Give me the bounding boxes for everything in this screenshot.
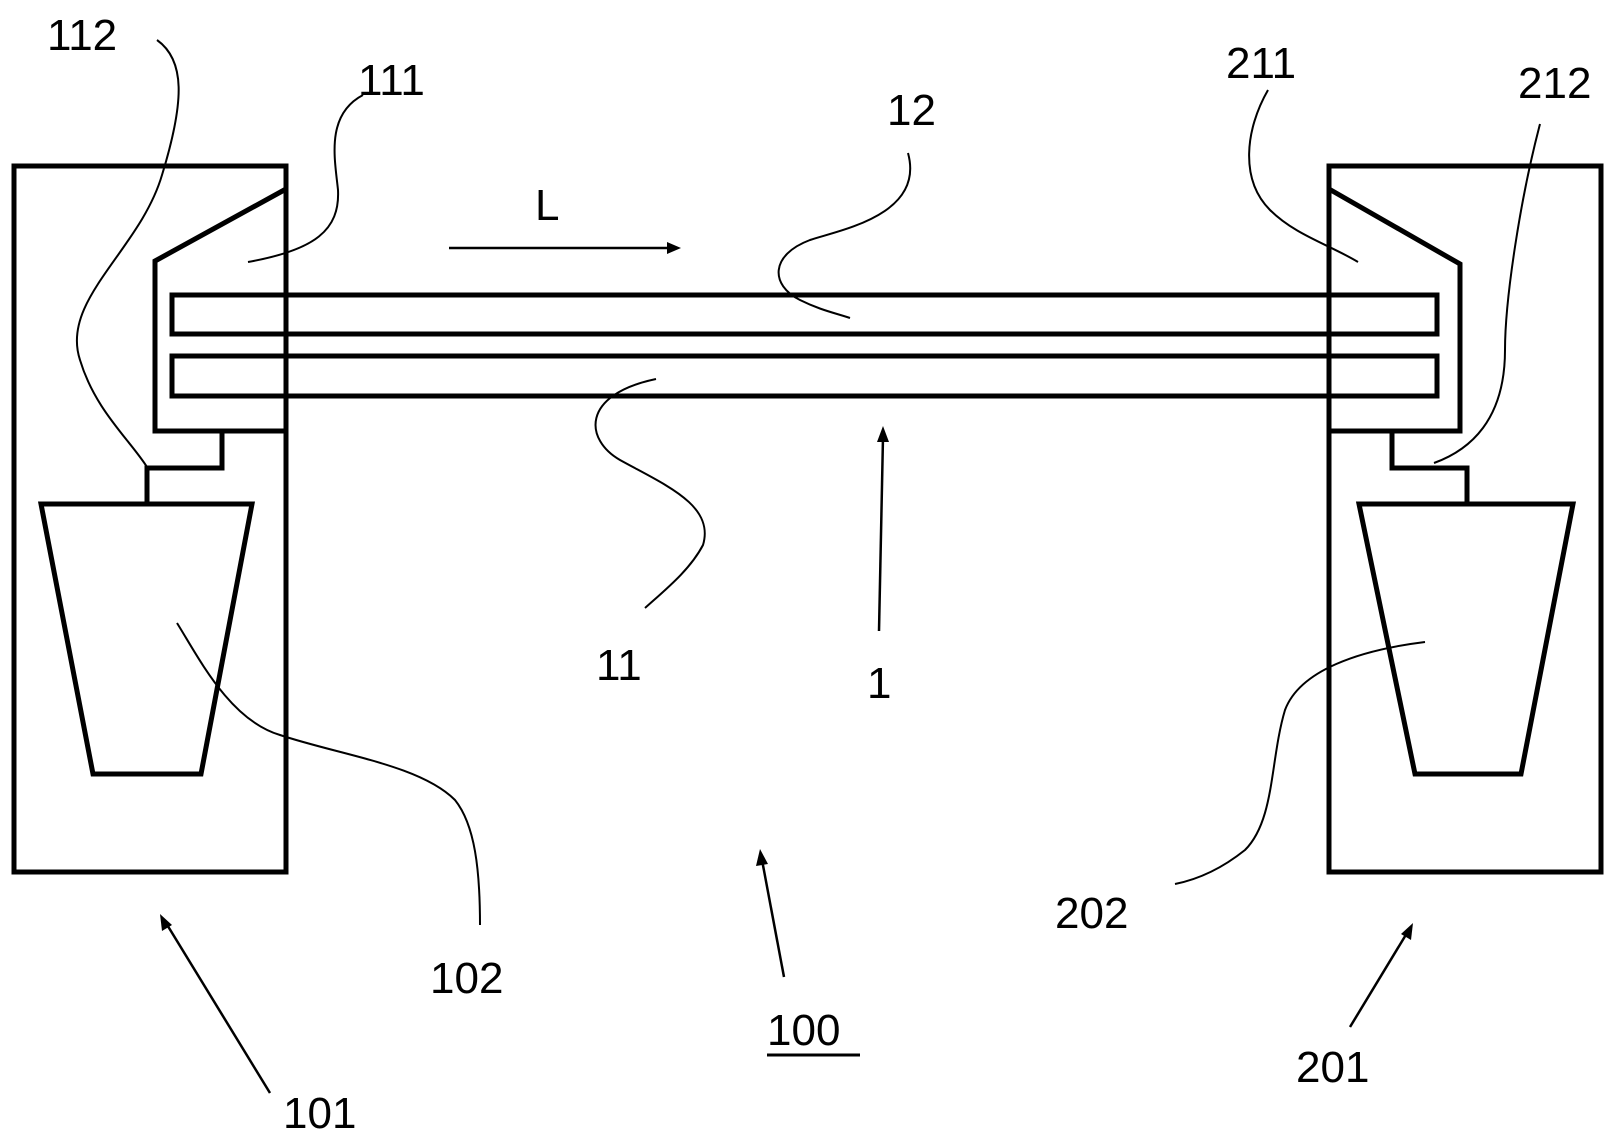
strip-12 (169, 292, 1440, 337)
label-102: 102 (430, 954, 503, 1003)
leader-lines (75, 39, 1541, 926)
strip-11 (169, 353, 1440, 399)
reference-labels: 112 111 12 211 212 L 11 1 102 202 100 10… (47, 11, 1591, 1138)
arrows (160, 242, 1413, 1094)
right-clamp-stem (1389, 431, 1470, 504)
label-100: 100 (767, 1006, 840, 1055)
leader-12 (777, 152, 912, 319)
left-clamp-body (152, 184, 289, 434)
arrow-201-head (1401, 923, 1413, 940)
right-unit (1326, 163, 1604, 875)
label-202: 202 (1055, 889, 1128, 938)
direction-arrow-head (667, 242, 681, 254)
label-211: 211 (1226, 39, 1296, 88)
arrow-100-line (760, 859, 786, 978)
arrow-101-line (164, 922, 272, 1094)
label-111: 111 (358, 56, 425, 105)
left-tapered-block (37, 501, 256, 777)
label-1: 1 (867, 659, 891, 708)
label-212: 212 (1518, 59, 1591, 108)
leader-11 (594, 378, 706, 609)
label-11: 11 (596, 641, 642, 690)
leader-112 (75, 39, 180, 468)
leader-212 (1433, 123, 1541, 464)
label-112: 112 (47, 11, 117, 60)
arrow-1-line (877, 436, 885, 632)
label-201: 201 (1296, 1043, 1369, 1092)
arrow-201-line (1348, 932, 1409, 1028)
leader-111 (247, 94, 364, 263)
label-direction-L: L (535, 181, 559, 230)
right-clamp-body (1326, 184, 1463, 434)
strip-assembly (169, 292, 1440, 399)
arrow-100-head (756, 849, 768, 866)
right-tapered-block (1355, 501, 1577, 777)
left-clamp-stem (144, 431, 225, 504)
leader-211 (1248, 89, 1359, 263)
left-unit (11, 163, 289, 875)
leader-202 (1174, 641, 1426, 885)
left-housing (11, 163, 289, 875)
arrow-101-head (160, 914, 172, 931)
label-101: 101 (283, 1089, 356, 1138)
right-housing (1326, 163, 1604, 875)
label-12: 12 (887, 86, 936, 135)
leader-102 (176, 622, 481, 926)
arrow-1-head (877, 426, 889, 442)
